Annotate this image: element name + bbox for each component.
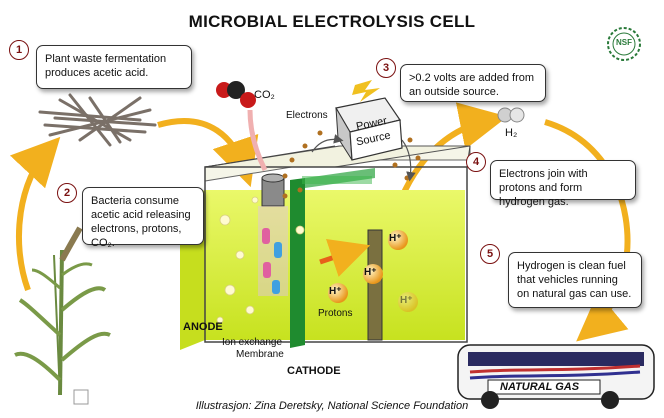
step-5-number: 5 (480, 244, 500, 264)
step-1-number: 1 (9, 40, 29, 60)
step-3-box: >0.2 volts are added from an outside sou… (400, 64, 546, 102)
co2-label: CO₂ (254, 89, 275, 101)
step-2-number: 2 (57, 183, 77, 203)
step-3-number: 3 (376, 58, 396, 78)
step-4-box: Electrons join with protons and form hyd… (490, 160, 636, 208)
h2-molecule (497, 107, 525, 123)
protons-label: Protons (318, 308, 353, 319)
power-source-box (335, 97, 403, 161)
h2-label: H₂ (505, 127, 518, 139)
co2-molecule (216, 81, 256, 108)
proton-label-3: H⁺ (329, 286, 342, 297)
step-1-box: Plant waste fermentation produces acetic… (36, 45, 192, 89)
plant-waste (38, 93, 157, 147)
proton-label-4: H⁺ (400, 295, 413, 306)
image-credit: Illustrasjon: Zina Deretsky, National Sc… (195, 400, 469, 412)
cathode-electrode (367, 229, 383, 341)
electrons-label: Electrons (286, 110, 328, 121)
nsf-logo (607, 27, 641, 61)
tank-outline (204, 166, 468, 343)
proton-label-1: H⁺ (389, 233, 402, 244)
bus-illustration (457, 344, 655, 409)
proton-flow-arrow (319, 238, 371, 277)
proton-label-2: H⁺ (364, 267, 377, 278)
electron-arrow-in (311, 134, 344, 153)
membrane-label-2: Membrane (236, 349, 284, 360)
step-2-box: Bacteria consume acetic acid releasing e… (82, 187, 204, 249)
membrane-label-1: Ion exchange (222, 337, 283, 348)
step-5-box: Hydrogen is clean fuel that vehicles run… (508, 252, 642, 308)
electron-dots (282, 130, 421, 199)
ion-exchange-membrane (290, 178, 305, 348)
co2-rise-arrow (247, 109, 268, 172)
diagram-title: MICROBIAL ELECTROLYSIS CELL (188, 12, 476, 31)
lightning-icon (352, 80, 380, 102)
step-4-number: 4 (466, 152, 486, 172)
cathode-label: CATHODE (287, 365, 341, 377)
flow-arrow-waste-to-cell (157, 118, 259, 188)
gas-bubbles (216, 196, 305, 324)
anode-label: ANODE (183, 321, 223, 333)
bus-sign: NATURAL GAS (500, 381, 580, 393)
nsf-logo-text: NSF (616, 38, 632, 47)
plant-illustration (14, 226, 111, 405)
electron-arrow-out (401, 139, 416, 182)
flow-arrow-plant-to-waste (9, 136, 61, 292)
